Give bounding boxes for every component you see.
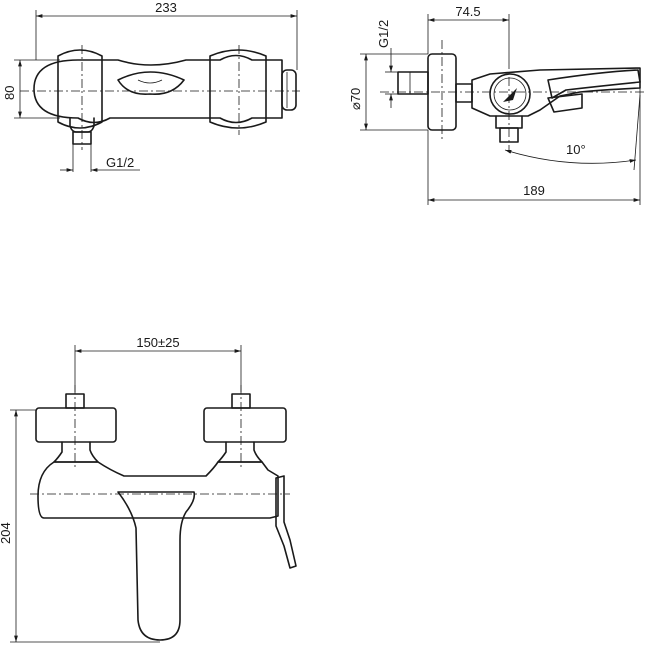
top-right-flange (209, 49, 267, 129)
front-left-flange (35, 407, 117, 443)
dim-label-side-angle: 10° (566, 142, 586, 157)
top-left-flange (57, 49, 103, 129)
front-lever (117, 491, 196, 641)
front-body (37, 461, 279, 519)
dim-label-side-thread: G1/2 (376, 20, 391, 48)
front-diverter (275, 475, 297, 569)
dim-label-side-length: 189 (523, 183, 545, 198)
top-body-outline (33, 54, 283, 124)
front-view: 150±25 204 (0, 335, 297, 643)
side-view: 74.5 G1/2 ⌀70 10° 189 (348, 4, 645, 205)
top-lever (117, 71, 185, 96)
svg-text:⌀70: ⌀70 (348, 88, 363, 110)
side-body (471, 67, 641, 117)
side-spout (547, 69, 641, 99)
dim-label-front-height: 204 (0, 522, 13, 544)
front-right-flange (203, 407, 287, 443)
dim-label-front-center: 150±25 (136, 335, 179, 350)
side-thread-stub (397, 71, 429, 95)
dim-label-side-offset: 74.5 (455, 4, 480, 19)
diameter-symbol: ⌀ (348, 102, 363, 110)
dim-label-side-diameter: 70 (348, 88, 363, 102)
side-knob (489, 73, 531, 115)
top-diverter-knob (281, 69, 297, 111)
top-view: 233 80 G1/2 (2, 0, 300, 172)
dim-label-top-width: 233 (155, 0, 177, 15)
dim-label-top-height: 80 (2, 86, 17, 100)
dim-label-top-inlet: G1/2 (106, 155, 134, 170)
